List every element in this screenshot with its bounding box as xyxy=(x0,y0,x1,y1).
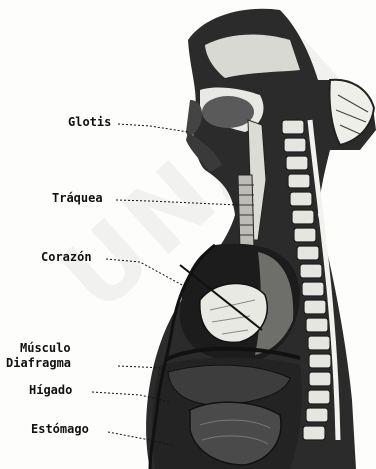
label-stomach: Estómago xyxy=(31,423,89,436)
label-glottis: Glotis xyxy=(68,116,111,129)
label-liver: Hígado xyxy=(29,384,72,397)
label-heart: Corazón xyxy=(41,251,92,264)
tongue xyxy=(202,96,254,128)
label-diaphragm-line1: Músculo xyxy=(20,342,71,355)
label-diaphragm-line2: Diafragma xyxy=(6,357,71,370)
trachea xyxy=(238,175,254,250)
label-trachea: Tráquea xyxy=(52,192,103,205)
